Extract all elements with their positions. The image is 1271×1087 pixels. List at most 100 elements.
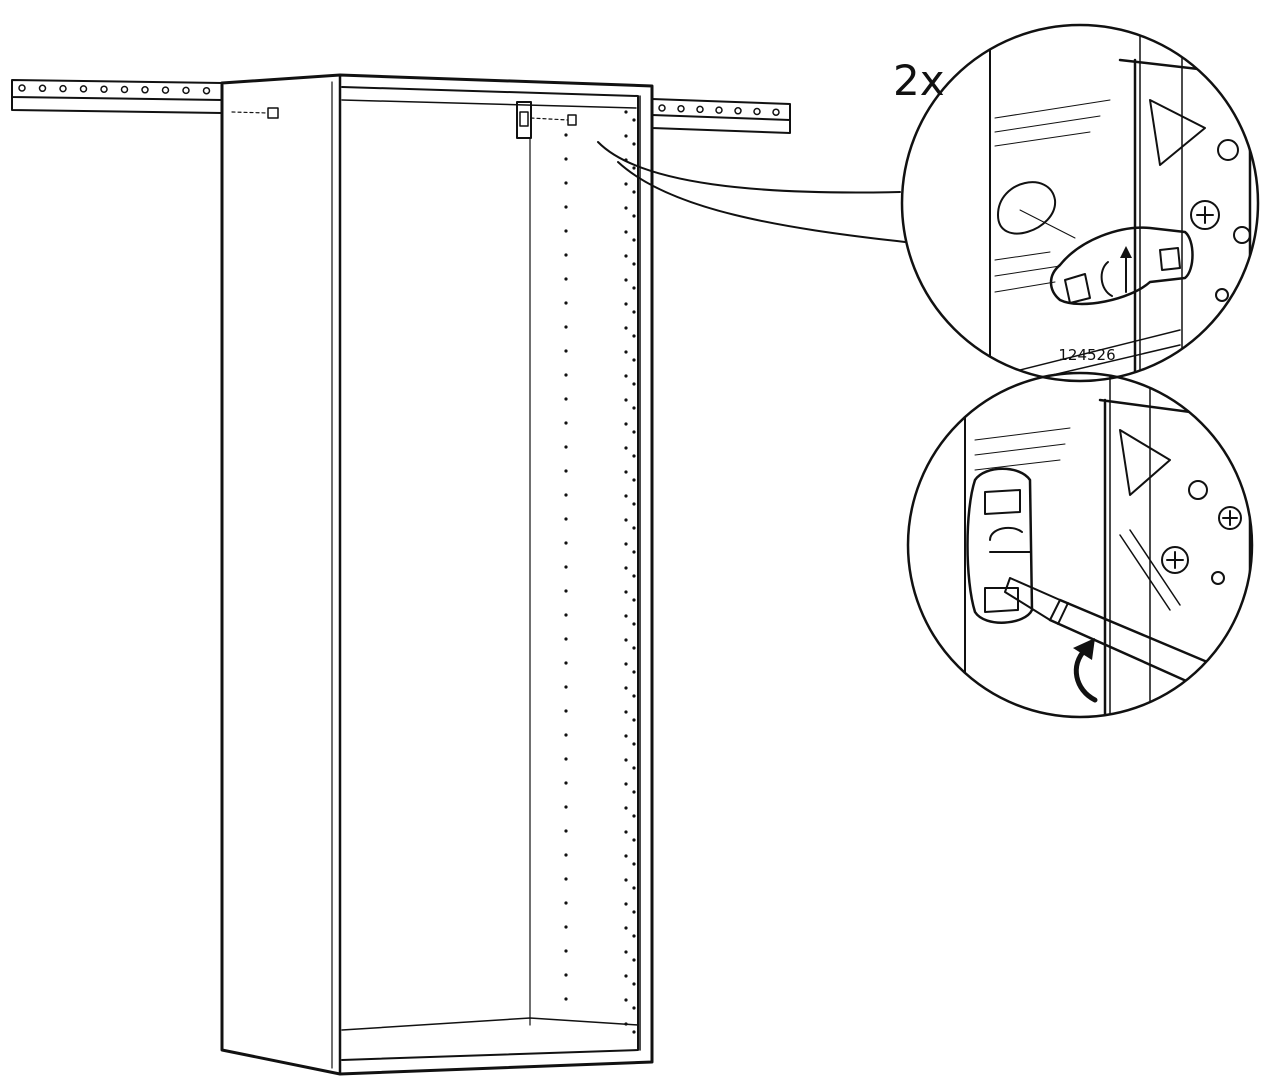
- rail-hole: [202, 86, 211, 95]
- shelf-pin-hole: [632, 190, 636, 194]
- shelf-pin-hole: [624, 350, 628, 354]
- rail-hole: [658, 104, 666, 112]
- screw-head-icon: [1161, 546, 1189, 574]
- shelf-pin-hole: [624, 830, 628, 834]
- shelf-pin-hole: [632, 886, 636, 890]
- shelf-pin-hole: [564, 997, 568, 1001]
- rail-hole: [677, 104, 685, 113]
- shelf-pin-hole: [564, 829, 568, 833]
- shelf-pin-hole: [632, 478, 636, 482]
- shelf-pin-hole: [624, 614, 628, 618]
- shelf-pin-hole: [564, 973, 568, 977]
- rotate-arrow-icon: [1073, 638, 1098, 703]
- shelf-pin-hole: [624, 302, 628, 306]
- shelf-pin-hole: [632, 958, 636, 962]
- shelf-pin-hole: [624, 326, 628, 330]
- cam-lock: [966, 467, 1034, 624]
- shelf-pin-hole: [624, 518, 628, 522]
- shelf-pin-hole: [624, 902, 628, 906]
- shelf-pin-hole: [632, 142, 636, 146]
- shelf-pin-hole: [564, 709, 568, 713]
- shelf-pin-hole: [564, 325, 568, 329]
- shelf-pin-hole: [564, 229, 568, 233]
- rail-hole: [753, 107, 761, 116]
- quantity-label: 2x: [893, 56, 945, 105]
- shelf-pin-hole: [632, 166, 636, 170]
- shelf-pin-hole: [632, 310, 636, 314]
- shelf-pin-hole: [564, 373, 568, 377]
- shelf-pin-hole: [564, 469, 568, 473]
- rail-hole: [18, 84, 26, 92]
- shelf-pin-hole: [624, 734, 628, 738]
- shelf-pin-hole: [564, 133, 568, 137]
- rail-hole: [182, 86, 190, 95]
- shelf-pin-hole: [564, 205, 568, 209]
- shelf-pin-hole: [564, 397, 568, 401]
- shelf-pin-hole: [624, 422, 628, 426]
- rail-hole: [696, 105, 704, 114]
- shelf-pin-hole: [624, 590, 628, 594]
- wall-rail-left: [11, 79, 223, 114]
- shelf-pin-hole: [624, 758, 628, 762]
- shelf-pin-hole: [632, 1030, 636, 1034]
- shelf-pin-hole: [564, 901, 568, 905]
- shelf-pin-hole: [564, 301, 568, 305]
- detail-view-bottom: [906, 371, 1254, 719]
- shelf-pin-hole: [564, 349, 568, 353]
- shelf-pin-hole: [624, 1022, 628, 1026]
- arrow-up-icon: [1120, 246, 1132, 293]
- shelf-pin-hole: [632, 382, 636, 386]
- rail-hole: [772, 108, 780, 116]
- shelf-pin-hole: [564, 253, 568, 257]
- rail-hole: [120, 85, 129, 94]
- cam-lock: [1049, 226, 1194, 306]
- shelf-pin-hole: [632, 838, 636, 842]
- shelf-pin-hole: [632, 742, 636, 746]
- shelf-pin-hole: [624, 974, 628, 978]
- shelf-pin-hole: [632, 670, 636, 674]
- shelf-pin-hole: [632, 982, 636, 986]
- shelf-pin-hole: [564, 565, 568, 569]
- shelf-pin-hole: [624, 254, 628, 258]
- shelf-pin-hole: [632, 406, 636, 410]
- shelf-pin-hole: [564, 925, 568, 929]
- shelf-pin-hole: [624, 278, 628, 282]
- shelf-pin-hole: [624, 134, 628, 138]
- shelf-pin-hole: [624, 182, 628, 186]
- shelf-pin-hole: [632, 358, 636, 362]
- shelf-pin-hole: [624, 638, 628, 642]
- rail-hole: [59, 84, 67, 93]
- shelf-pin-hole: [564, 733, 568, 737]
- shelf-pin-hole: [624, 230, 628, 234]
- shelf-pin-hole: [564, 685, 568, 689]
- shelf-pin-hole: [564, 589, 568, 593]
- shelf-pin-hole: [564, 877, 568, 881]
- shelf-pin-hole: [624, 782, 628, 786]
- shelf-pin-hole: [624, 926, 628, 930]
- shelf-pin-hole: [632, 814, 636, 818]
- shelf-pin-hole: [564, 757, 568, 761]
- rail-holes-right: [658, 104, 780, 116]
- shelf-pin-hole: [564, 805, 568, 809]
- shelf-pin-hole: [564, 637, 568, 641]
- cabinet-frame: [220, 73, 654, 1076]
- shelf-pin-hole: [564, 493, 568, 497]
- rail-hole: [161, 86, 170, 94]
- rail-bracket: [516, 101, 577, 139]
- callout-leader: [597, 141, 901, 194]
- shelf-pin-hole: [632, 574, 636, 578]
- shelf-pin-hole: [632, 934, 636, 938]
- shelf-pin-hole: [632, 766, 636, 770]
- shelf-pin-hole: [632, 910, 636, 914]
- shelf-pin-hole: [632, 334, 636, 338]
- detail-view-top: 124526: [900, 23, 1260, 383]
- shelf-pin-hole: [564, 853, 568, 857]
- shelf-pin-hole: [624, 110, 628, 114]
- shelf-pin-hole: [624, 494, 628, 498]
- rail-hole: [734, 107, 742, 115]
- callout-leader-lower: [617, 161, 906, 243]
- shelf-pin-hole: [632, 238, 636, 242]
- shelf-pin-hole: [624, 206, 628, 210]
